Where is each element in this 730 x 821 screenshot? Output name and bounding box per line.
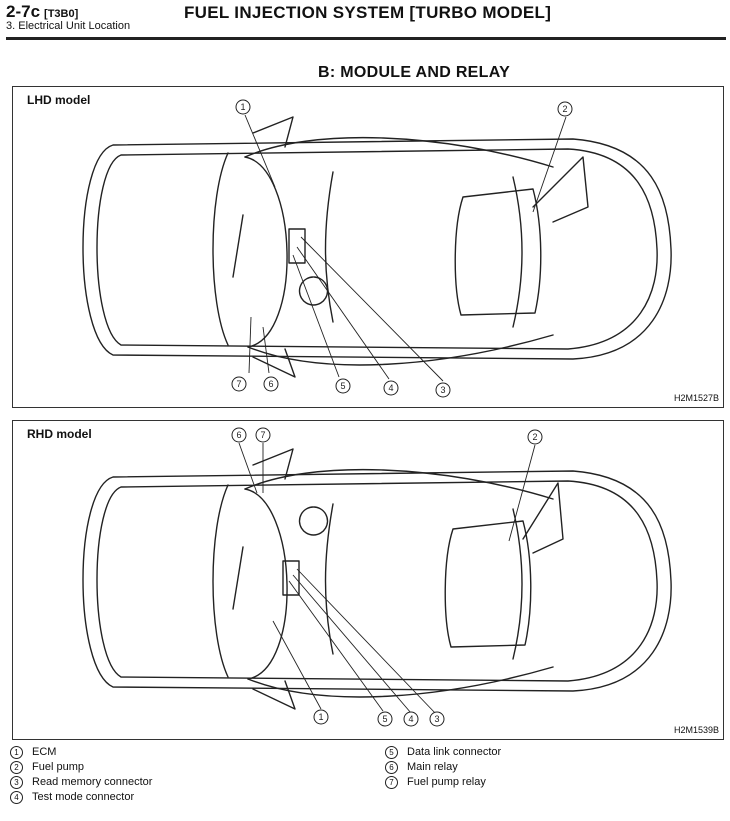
rhd-callout-2: 2 xyxy=(527,429,543,445)
svg-text:1: 1 xyxy=(240,102,245,112)
legend-right: 5 Data link connector 6 Main relay 7 Fuel p… xyxy=(385,745,501,790)
legend-number: 1 xyxy=(10,746,23,759)
lhd-callout-2: 2 xyxy=(557,101,573,117)
legend-number: 4 xyxy=(10,791,23,804)
legend-number: 5 xyxy=(385,746,398,759)
a-pillar-bottom xyxy=(252,348,296,378)
svg-text:3: 3 xyxy=(434,714,439,724)
svg-text:6: 6 xyxy=(268,379,273,389)
legend-label: Read memory connector xyxy=(32,776,153,788)
legend-number: 7 xyxy=(385,776,398,789)
side-rail-top xyxy=(244,136,554,168)
rhd-callout-1: 1 xyxy=(313,709,329,725)
legend-left: 1 ECM 2 Fuel pump 3 Read memory connector 4… xyxy=(10,745,152,805)
a-pillar-top xyxy=(252,116,294,148)
legend-item: 5 Data link connector xyxy=(385,745,501,760)
fuel-tank xyxy=(444,520,532,648)
lhd-callout-1: 1 xyxy=(235,99,251,115)
svg-text:2: 2 xyxy=(532,432,537,442)
page-title: FUEL INJECTION SYSTEM [TURBO MODEL] xyxy=(184,3,552,22)
lhd-callout-3: 3 xyxy=(435,382,451,398)
svg-text:4: 4 xyxy=(408,714,413,724)
lhd-callout-6: 6 xyxy=(263,376,279,392)
rhd-callout-6: 6 xyxy=(231,427,247,443)
lhd-callout-5: 5 xyxy=(335,378,351,394)
steering-wheel xyxy=(298,506,329,536)
roof-rear xyxy=(512,508,523,660)
legend-number: 2 xyxy=(10,761,23,774)
fuel-tank xyxy=(454,188,542,316)
wiper xyxy=(232,214,244,278)
legend-number: 6 xyxy=(385,761,398,774)
legend-label: Data link connector xyxy=(407,746,502,758)
module-box xyxy=(288,228,306,264)
legend-item: 3 Read memory connector xyxy=(10,775,152,790)
svg-text:2: 2 xyxy=(562,104,567,114)
car-body-inner xyxy=(96,480,658,682)
rhd-callout-3: 3 xyxy=(429,711,445,727)
steering-wheel xyxy=(298,276,329,306)
svg-text:7: 7 xyxy=(260,430,265,440)
section-ref: [T3B0] xyxy=(44,8,79,20)
svg-text:5: 5 xyxy=(340,381,345,391)
rhd-callout-7: 7 xyxy=(255,427,271,443)
side-rail-bottom xyxy=(247,666,554,698)
svg-text:7: 7 xyxy=(236,379,241,389)
lhd-callout-7: 7 xyxy=(231,376,247,392)
svg-text:1: 1 xyxy=(318,712,323,722)
svg-text:3: 3 xyxy=(440,385,445,395)
svg-text:4: 4 xyxy=(388,383,393,393)
lhd-diagram-panel: LHD model 1 xyxy=(12,86,724,408)
a-pillar-top xyxy=(252,448,294,480)
lhd-callout-4: 4 xyxy=(383,380,399,396)
a-pillar-bottom xyxy=(252,680,296,710)
legend-number: 3 xyxy=(10,776,23,789)
legend-label: ECM xyxy=(32,746,57,758)
legend-label: Test mode connector xyxy=(32,791,135,803)
hood-line xyxy=(212,152,229,346)
side-rail-top xyxy=(244,468,554,500)
fuel-line xyxy=(532,156,589,223)
windshield xyxy=(244,156,288,348)
wiper xyxy=(232,546,244,610)
svg-text:6: 6 xyxy=(236,430,241,440)
panel-label-lhd: LHD model xyxy=(27,93,91,107)
fuel-line xyxy=(522,482,564,554)
module-box xyxy=(282,560,300,596)
windshield xyxy=(244,488,288,680)
legend-item: 2 Fuel pump xyxy=(10,760,152,775)
car-body-inner xyxy=(96,148,658,350)
rhd-diagram-panel: RHD model 6 xyxy=(12,420,724,740)
lhd-car-illustration: 1 2 7 6 5 4 3 xyxy=(82,99,672,398)
car-body-outline xyxy=(82,470,672,692)
roof-front xyxy=(324,171,334,323)
legend-item: 7 Fuel pump relay xyxy=(385,775,501,790)
legend-item: 6 Main relay xyxy=(385,760,501,775)
figure-code-lhd: H2M1527B xyxy=(673,393,719,403)
roof-front xyxy=(324,503,334,655)
roof-rear xyxy=(512,176,523,328)
svg-text:5: 5 xyxy=(382,714,387,724)
section-title: B: MODULE AND RELAY xyxy=(318,64,511,81)
legend-label: Main relay xyxy=(407,761,458,773)
legend-label: Fuel pump xyxy=(32,761,84,773)
legend-item: 4 Test mode connector xyxy=(10,790,152,805)
figure-code-rhd: H2M1539B xyxy=(673,725,719,735)
section-code: 2-7c[T3B0] xyxy=(6,2,78,22)
header-rule xyxy=(6,37,726,40)
rhd-callout-4: 4 xyxy=(403,711,419,727)
rhd-callout-5: 5 xyxy=(377,711,393,727)
panel-label-rhd: RHD model xyxy=(27,427,92,441)
section-number: 2-7c xyxy=(6,2,41,21)
hood-line xyxy=(212,484,229,678)
side-rail-bottom xyxy=(247,334,554,366)
legend-item: 1 ECM xyxy=(10,745,152,760)
car-body-outline xyxy=(82,138,672,360)
rhd-car-illustration: 6 7 2 1 5 4 3 xyxy=(82,427,672,727)
legend-label: Fuel pump relay xyxy=(407,776,486,788)
page-subtitle: 3. Electrical Unit Location xyxy=(6,20,131,32)
